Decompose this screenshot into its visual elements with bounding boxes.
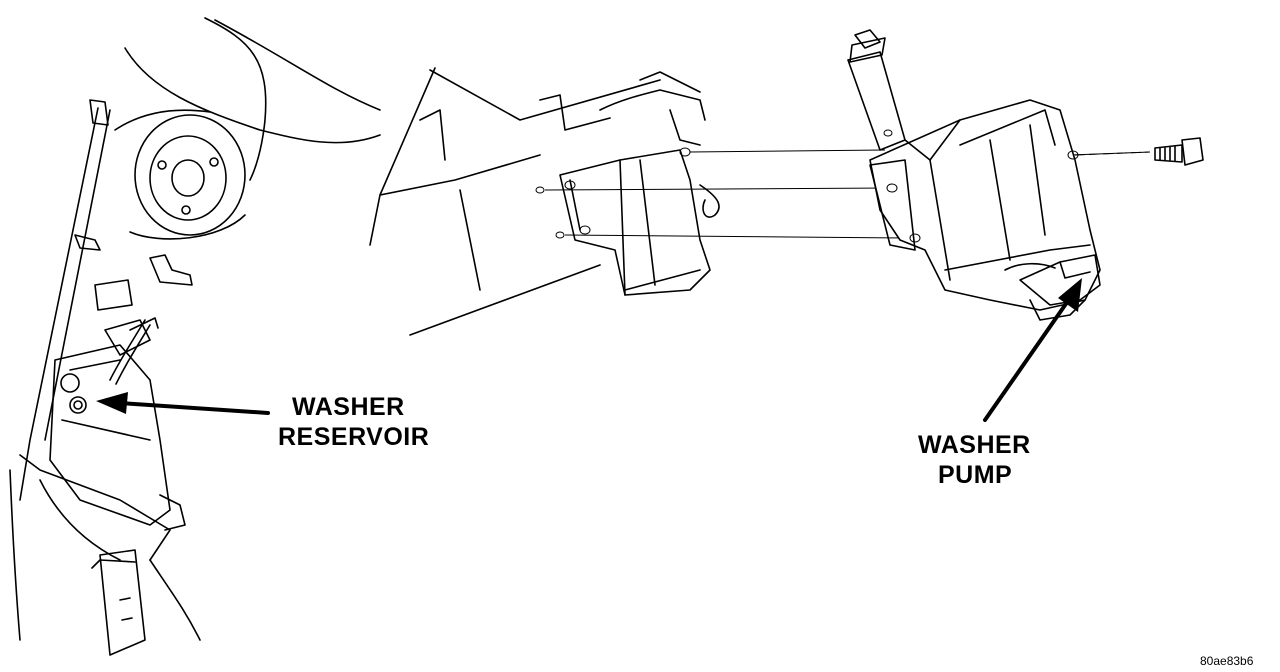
- washer-reservoir-label-line1: WASHER: [292, 393, 405, 421]
- washer-reservoir-exploded: [847, 29, 1101, 321]
- washer-pump-label-line1: WASHER: [918, 431, 1031, 459]
- engine-compartment-view: [9, 17, 381, 656]
- washer-reservoir-label: WASHER RESERVOIR: [278, 392, 429, 452]
- washer-pump-label: WASHER PUMP: [918, 430, 1031, 490]
- washer-pump-label-line2: PUMP: [938, 461, 1013, 489]
- washer-reservoir-label-line2: RESERVOIR: [278, 423, 430, 451]
- figure-code: 80ae83b6: [1200, 654, 1254, 668]
- washer-pump-arrow: [983, 278, 1082, 422]
- mounting-bracket-view: [369, 67, 720, 336]
- bolt-icon: [1154, 137, 1204, 166]
- washer-reservoir-arrow: [96, 392, 270, 415]
